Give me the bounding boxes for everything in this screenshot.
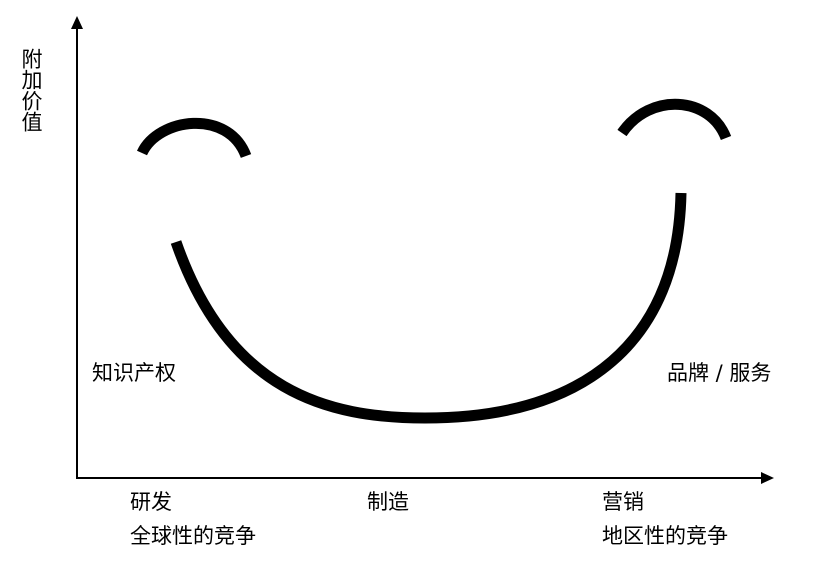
stage-rd-label: 研发 — [130, 490, 172, 514]
y-axis-label: 附加价值 — [19, 48, 43, 132]
global-competition-label: 全球性的竞争 — [130, 524, 256, 548]
left-eye-arc — [137, 117, 252, 159]
stage-manufacturing-label: 制造 — [367, 490, 409, 514]
intellectual-property-label: 知识产权 — [92, 361, 176, 385]
right-eye-arc — [617, 98, 732, 141]
brand-service-label: 品牌 / 服务 — [667, 361, 772, 385]
regional-competition-label: 地区性的竞争 — [602, 524, 728, 548]
smile-curve — [170, 192, 687, 424]
stage-marketing-label: 营销 — [602, 490, 644, 514]
